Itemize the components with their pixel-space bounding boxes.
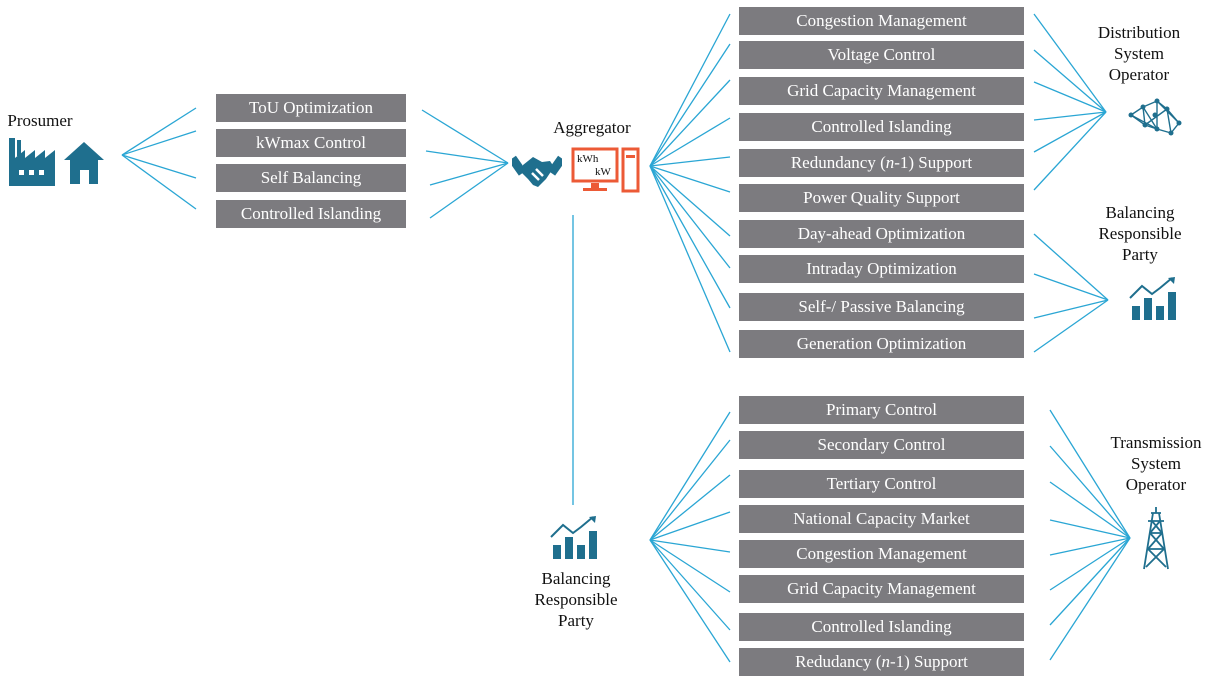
connector-line: [1049, 537, 1131, 626]
service-box: Grid Capacity Management: [739, 575, 1024, 603]
service-box: ToU Optimization: [216, 94, 406, 122]
connector-line: [649, 511, 731, 541]
factory-icon: [9, 138, 55, 186]
service-box: Redudancy (n-1) Support: [739, 648, 1024, 676]
bar-chart-growth-icon: [1129, 277, 1176, 320]
connector-line: [1033, 299, 1109, 353]
connector-line: [1049, 445, 1131, 539]
connector-line: [1049, 519, 1131, 539]
service-box: Self Balancing: [216, 164, 406, 192]
connector-line: [1049, 409, 1131, 539]
bar-chart-growth-icon: [550, 516, 597, 559]
connector-line: [649, 79, 731, 167]
handshake-icon: [512, 155, 562, 187]
connector-line: [1033, 273, 1109, 301]
connector-line: [1049, 481, 1131, 539]
meter-kwh-text: kWh: [577, 153, 599, 165]
connector-line: [1049, 537, 1131, 661]
meter-kw-text: kW: [595, 166, 612, 178]
connector-line: [121, 107, 197, 156]
service-box: Redundancy (n-1) Support: [739, 149, 1024, 177]
service-box: Intraday Optimization: [739, 255, 1024, 283]
prosumer-label: Prosumer: [7, 111, 73, 130]
connector-line: [649, 43, 731, 167]
service-box: Power Quality Support: [739, 184, 1024, 212]
connector-line: [121, 130, 197, 156]
connector-line: [649, 539, 731, 553]
connector-line: [649, 165, 731, 237]
house-icon: [64, 142, 104, 184]
service-box: kWmax Control: [216, 129, 406, 157]
connector-line: [649, 539, 731, 663]
connector-line: [649, 165, 731, 309]
connector-line: [425, 150, 509, 164]
connector-line: [649, 539, 731, 631]
connector-line: [1033, 299, 1109, 319]
service-box: Primary Control: [739, 396, 1024, 424]
connector-line: [649, 165, 731, 193]
connector-line: [121, 154, 197, 210]
connector-line: [649, 156, 731, 167]
service-box: Self-/ Passive Balancing: [739, 293, 1024, 321]
connector-line: [649, 117, 731, 167]
connector-line: [649, 165, 731, 353]
service-box: Secondary Control: [739, 431, 1024, 459]
connector-line: [429, 162, 509, 186]
smart-meter-icon: kWh kW: [571, 147, 640, 193]
connector-line: [421, 109, 509, 164]
service-box: Controlled Islanding: [739, 613, 1024, 641]
transmission-tower-icon: [1143, 507, 1169, 570]
service-box: Congestion Management: [739, 540, 1024, 568]
connector-line: [649, 474, 731, 541]
network-grid-icon: [1128, 98, 1182, 136]
connector-line: [1033, 49, 1107, 113]
connector-line: [649, 411, 731, 541]
connector-line: [649, 539, 731, 593]
connector-line: [1033, 111, 1107, 153]
aggregator-label: Aggregator: [553, 118, 631, 137]
service-box: Day-ahead Optimization: [739, 220, 1024, 248]
connector-line: [1033, 233, 1109, 301]
service-box: National Capacity Market: [739, 505, 1024, 533]
connector-line: [121, 154, 197, 179]
service-box: Congestion Management: [739, 7, 1024, 35]
connector-line: [1033, 13, 1107, 113]
connector-line: [1033, 81, 1107, 113]
service-box: Grid Capacity Management: [739, 77, 1024, 105]
service-box: Generation Optimization: [739, 330, 1024, 358]
connector-line: [1049, 537, 1131, 591]
connector-line: [1033, 111, 1107, 121]
connector-line: [429, 162, 509, 219]
connector-line: [1033, 111, 1107, 191]
connector-line: [649, 13, 731, 167]
service-box: Tertiary Control: [739, 470, 1024, 498]
connector-line: [649, 439, 731, 541]
service-box: Controlled Islanding: [739, 113, 1024, 141]
connector-line: [1049, 537, 1131, 556]
service-box: Voltage Control: [739, 41, 1024, 69]
connector-line: [649, 165, 731, 269]
service-box: Controlled Islanding: [216, 200, 406, 228]
